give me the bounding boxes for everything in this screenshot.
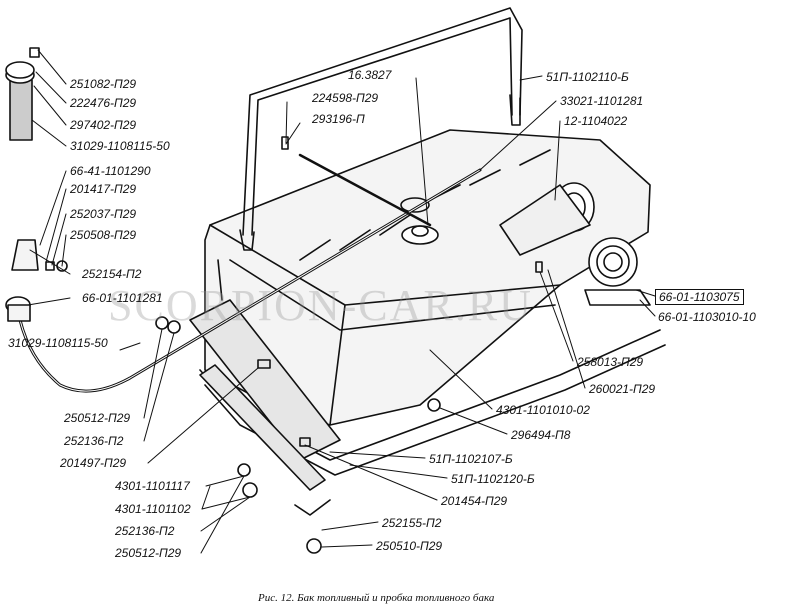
part-label: 12-1104022 [564,114,628,128]
part-label: 66-41-1101290 [70,164,151,178]
part-label: 252154-П2 [82,267,142,281]
mounting-bracket [189,299,341,491]
part-label: 252037-П29 [70,207,137,221]
watermark: SCORPION-CAR.RU [108,281,533,330]
leader-lines [27,49,656,554]
part-label: 260021-П29 [589,382,656,396]
part-label: 252136-П2 [64,434,124,448]
figure-caption: Рис. 12. Бак топливный и пробка топливно… [258,592,495,604]
part-label: 201497-П29 [60,456,127,470]
part-label: 33021-1101281 [560,94,644,108]
part-label: 250508-П29 [70,228,137,242]
part-label: 297402-П29 [70,118,137,132]
part-label: 4301-1101102 [115,502,191,516]
filler-cap [584,237,651,306]
part-label: 224598-П29 [312,91,379,105]
part-label: 293196-П [312,112,365,126]
part-label: 51П-1102107-Б [429,452,513,466]
part-label: 4301-1101010-02 [496,403,590,417]
part-label: 252136-П2 [115,524,175,538]
part-label: 250512-П29 [115,546,182,560]
fuel-hose [18,153,482,393]
part-label: 201454-П29 [441,494,508,508]
part-label-boxed: 66-01-1103075 [655,289,744,305]
part-label: 31029-1108115-50 [70,139,170,153]
part-label: 201417-П29 [70,182,137,196]
tank-strap-upper [239,7,523,251]
clip-assembly [5,239,68,322]
part-label: 66-01-1101281 [82,291,163,305]
part-label: 51П-1102120-Б [451,472,535,486]
part-label: 16.3827 [348,68,392,82]
part-label: 250510-П29 [376,539,443,553]
part-label: 31029-1108115-50 [8,336,108,350]
part-label: 258013-П29 [577,355,644,369]
filler-neck [499,182,595,256]
part-label: 51П-1102110-Б [546,70,629,84]
part-label: 251082-П29 [70,77,137,91]
part-label: 296494-П8 [511,428,571,442]
part-label: 4301-1101117 [115,479,190,493]
part-label: 66-01-1103010-10 [658,310,756,324]
part-label: 222476-П29 [70,96,137,110]
part-label: 250512-П29 [64,411,131,425]
fuel-hose-upper [5,47,40,141]
fuel-sender [400,197,439,245]
fasteners [155,136,543,554]
part-label: 252155-П2 [382,516,442,530]
